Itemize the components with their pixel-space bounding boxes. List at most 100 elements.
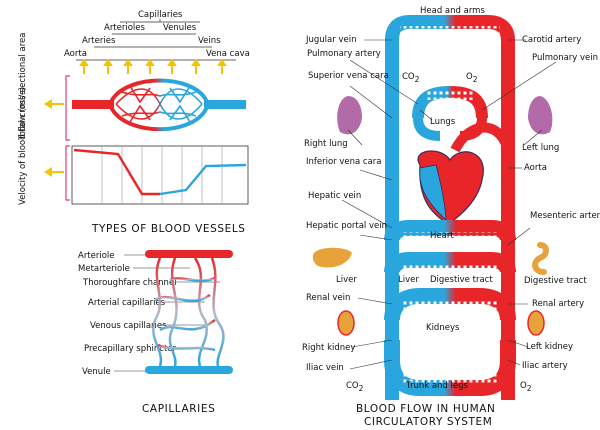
label-pulmonary-artery: Pulmonary artery [307, 49, 381, 59]
o2-bottom-subscript: 2 [527, 384, 532, 393]
label-iliac-artery: Iliac artery [522, 361, 568, 371]
capillaries-panel: Arteriole Metarteriole Thoroughfare chan… [78, 250, 233, 415]
arrow-left-icon [44, 167, 64, 177]
label-left-kidney: Left kidney [526, 342, 573, 352]
o2-text: O [466, 72, 473, 82]
liver-digestive-capillaries [402, 232, 498, 254]
label-left-lung: Left lung [522, 143, 559, 153]
velocity-curve-arterial [73, 148, 160, 196]
label-connector-lines [76, 19, 236, 61]
label-heart: Heart [430, 231, 454, 241]
label-liver-inner: Liver [398, 275, 419, 285]
left-lung-icon [528, 96, 553, 135]
heart [417, 150, 484, 225]
left-kidney-icon [527, 310, 545, 336]
label-venules: Venules [163, 23, 197, 33]
circulatory-system-panel: Head and arms Jugular vein Carotid arter… [302, 6, 600, 428]
label-arterioles: Arterioles [104, 23, 146, 33]
y-axis-velocity-label: Velocity of blood flow (ml/s) [18, 87, 28, 205]
label-aorta: Aorta [64, 49, 87, 59]
label-co2-bottom: CO2 [346, 381, 364, 393]
label-veins: Veins [198, 36, 221, 46]
area-bracket [65, 75, 70, 141]
label-kidneys: Kidneys [426, 323, 460, 333]
label-capillaries: Capillaries [138, 10, 183, 20]
circulation-title-line2: CIRCULATORY SYSTEM [364, 416, 492, 428]
digestive-band [384, 252, 516, 273]
label-arteries: Arteries [82, 36, 116, 46]
label-vena-cava: Vena cava [206, 49, 250, 59]
arteriole-vessel [145, 250, 233, 258]
blood-vessel-types-panel: Capillaries Arterioles Venules Arteries … [18, 10, 250, 235]
arrow-up-icon [167, 59, 177, 74]
right-lung-icon [337, 96, 362, 135]
o2-bottom-text: O [520, 381, 527, 391]
label-trunk-legs: Trunk and legs [405, 381, 469, 391]
velocity-graph-frame [71, 145, 249, 205]
circulation-title-line1: BLOOD FLOW IN HUMAN [356, 403, 496, 415]
arrow-left-icon [44, 99, 64, 109]
label-precapillary-sphincter: Precapillary sphincter [84, 344, 177, 354]
label-renal-artery: Renal artery [532, 299, 584, 309]
label-arteriole: Arteriole [78, 251, 115, 261]
venule-vessel [145, 366, 233, 374]
aortic-arch [450, 122, 513, 153]
velocity-bracket [65, 145, 70, 201]
lung-capillaries [426, 90, 474, 100]
digestive-tract-icon [532, 242, 549, 275]
label-head-arms: Head and arms [420, 6, 485, 16]
label-carotid-artery: Carotid artery [522, 35, 581, 45]
label-liver: Liver [336, 275, 357, 285]
label-hepatic-portal: Hepatic portal vein [306, 221, 387, 231]
label-lungs: Lungs [430, 117, 456, 127]
label-renal-vein: Renal vein [306, 293, 350, 303]
arrow-up-icon [79, 59, 89, 74]
capillary-bed-outline [110, 78, 208, 132]
arrow-up-icon [191, 59, 201, 74]
capillary-network [152, 257, 225, 367]
co2-subscript: 2 [415, 75, 420, 84]
arrow-up-icon [217, 59, 227, 74]
label-superior-vena: Superior vena cara [308, 71, 389, 81]
velocity-graph [71, 145, 249, 205]
label-iliac-vein: Iliac vein [306, 363, 344, 373]
vessel-types-title: TYPES OF BLOOD VESSELS [91, 223, 246, 235]
co2-text: CO [402, 72, 415, 82]
label-right-kidney: Right kidney [302, 343, 355, 353]
vessel-cross-section [72, 78, 246, 132]
capillaries-title: CAPILLARIES [142, 403, 215, 415]
arrow-up-icon [103, 59, 113, 74]
thoroughfare-label: Thoroughfare channel [82, 278, 177, 288]
yellow-arrows [44, 59, 227, 177]
label-venous-capillaries: Venous capillaries [90, 321, 167, 331]
velocity-curve-venous [159, 163, 247, 196]
liver-digestive-band-top [384, 220, 516, 241]
y-axis-area-label: Total cross-sectional area [18, 33, 28, 142]
circulation-label-lines [341, 39, 557, 370]
label-right-lung: Right lung [304, 139, 348, 149]
label-digestive-inner: Digestive tract [430, 275, 493, 285]
arrow-up-icon [123, 59, 133, 74]
label-venule: Venule [82, 367, 111, 377]
trunk-legs-loop [384, 340, 516, 396]
kidney-capillaries [402, 300, 498, 322]
vena-cava-segment [206, 100, 246, 109]
label-arterial-capillaries: Arterial capillaries [88, 298, 166, 308]
arrow-up-icon [145, 59, 155, 74]
label-inferior-vena: Inferior vena cara [306, 157, 382, 167]
liver-icon [312, 247, 352, 268]
head-arms-loop [385, 15, 515, 108]
right-kidney-icon [337, 310, 355, 336]
digestive-capillaries [402, 264, 498, 286]
trunk-legs-capillaries [402, 344, 498, 384]
label-metarteriole: Metarteriole [78, 264, 130, 274]
aorta-segment [72, 100, 112, 109]
label-thoroughfare: Thoroughfare channel [82, 278, 177, 288]
head-arms-capillaries [400, 26, 500, 48]
label-o2-bottom: O2 [520, 381, 532, 393]
o2-subscript: 2 [473, 75, 478, 84]
co2-bottom-subscript: 2 [359, 384, 364, 393]
label-mesenteric: Mesenteric arteries [530, 211, 600, 221]
label-co2-top: CO2 [402, 72, 420, 84]
